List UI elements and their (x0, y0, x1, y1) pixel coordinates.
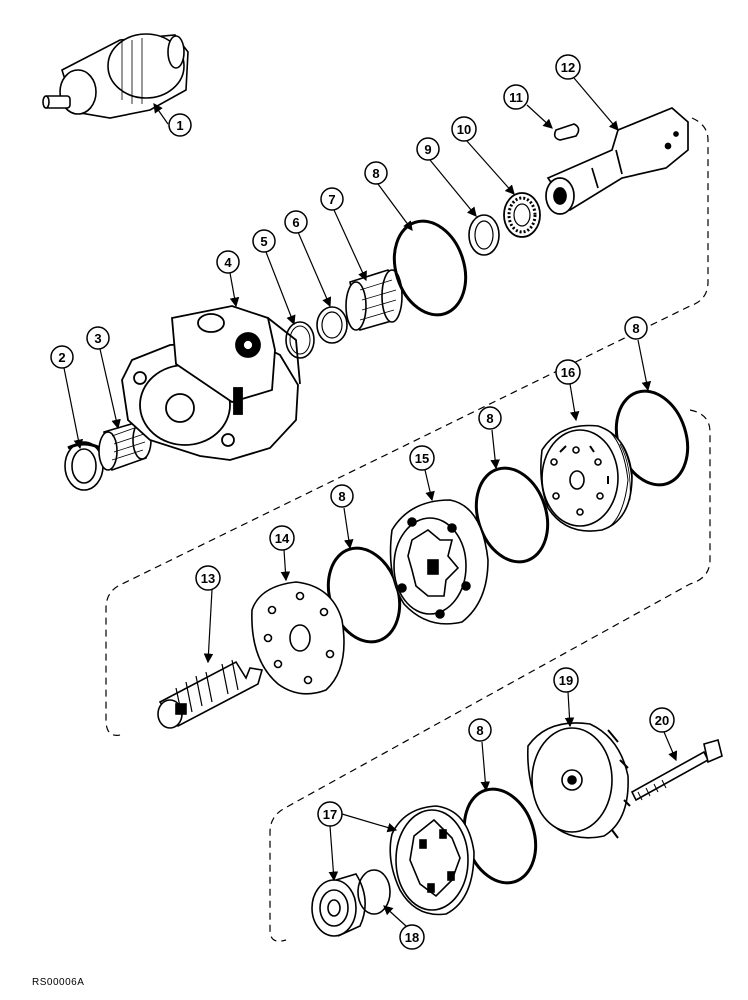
part-17-bearing (311, 873, 366, 937)
part-6-washer (316, 306, 348, 344)
part-14-wear-plate (251, 581, 345, 695)
part-3-needle-bearing (98, 420, 152, 472)
part-16-valve-plate (540, 424, 633, 532)
svg-text:11: 11 (509, 90, 523, 105)
callout-5: 5 (252, 229, 276, 253)
callout-20: 20 (649, 707, 675, 733)
part-8-seal-ring-upper (392, 219, 468, 317)
callout-8-mid-left: 8 (330, 484, 354, 508)
callout-8-mid-right: 8 (478, 406, 502, 430)
callout-6: 6 (284, 210, 308, 234)
callout-7: 7 (320, 187, 344, 211)
svg-text:5: 5 (260, 234, 267, 249)
part-18-snap-ring (357, 869, 391, 915)
callout-19: 19 (553, 667, 579, 693)
svg-text:3: 3 (94, 331, 101, 346)
part-17-rotor-set (389, 805, 475, 916)
part-4-housing (121, 305, 301, 461)
part-9-washer (468, 214, 500, 256)
callout-15: 15 (409, 445, 435, 471)
svg-text:1: 1 (176, 118, 183, 133)
svg-text:4: 4 (224, 255, 232, 270)
svg-text:20: 20 (655, 713, 669, 728)
svg-text:8: 8 (486, 411, 493, 426)
part-15-gerotor (389, 499, 489, 625)
callout-10: 10 (451, 116, 477, 142)
part-5-o-ring (285, 321, 315, 359)
callout-4: 4 (216, 250, 240, 274)
part-1-motor-assembly (42, 33, 189, 119)
svg-text:8: 8 (372, 166, 379, 181)
callout-12: 12 (555, 54, 581, 80)
svg-text:2: 2 (58, 350, 65, 365)
svg-text:14: 14 (275, 531, 290, 546)
callout-2: 2 (50, 345, 74, 369)
svg-text:15: 15 (415, 451, 429, 466)
svg-text:6: 6 (292, 215, 299, 230)
svg-text:18: 18 (405, 930, 419, 945)
part-2-seal (64, 441, 104, 491)
part-20-bolt (630, 739, 723, 802)
part-19-end-cap (527, 722, 631, 839)
callout-8-right: 8 (624, 316, 648, 340)
callout-17: 17 (317, 801, 343, 827)
drawing-code: RS00006A (32, 977, 85, 988)
svg-text:8: 8 (632, 321, 639, 336)
svg-text:16: 16 (561, 365, 575, 380)
svg-text:8: 8 (476, 723, 483, 738)
leader-lines (63, 77, 678, 927)
callout-11: 11 (503, 84, 529, 110)
svg-text:12: 12 (561, 60, 575, 75)
svg-text:7: 7 (328, 192, 335, 207)
part-13-drive-shaft (157, 659, 264, 729)
svg-text:9: 9 (424, 142, 431, 157)
part-11-key (553, 123, 580, 141)
callout-8-lower: 8 (468, 718, 492, 742)
svg-text:10: 10 (457, 122, 471, 137)
callout-3: 3 (86, 326, 110, 350)
callout-13: 13 (195, 565, 221, 591)
part-10-thrust-bearing (503, 192, 541, 238)
svg-text:8: 8 (338, 489, 345, 504)
callout-9: 9 (416, 137, 440, 161)
svg-text:19: 19 (559, 673, 573, 688)
svg-text:13: 13 (201, 571, 215, 586)
callout-16: 16 (555, 359, 581, 385)
part-7-bearing (345, 269, 403, 332)
assembly-guide-lines (105, 117, 711, 942)
callout-8-upper: 8 (364, 161, 388, 185)
callout-1: 1 (168, 113, 192, 137)
callout-18: 18 (399, 924, 425, 950)
part-12-shaft (545, 107, 689, 215)
callout-14: 14 (269, 525, 295, 551)
callout-labels: 1 2 3 4 5 6 7 8 9 10 11 12 13 14 15 16 8… (50, 54, 675, 950)
svg-text:17: 17 (323, 807, 337, 822)
